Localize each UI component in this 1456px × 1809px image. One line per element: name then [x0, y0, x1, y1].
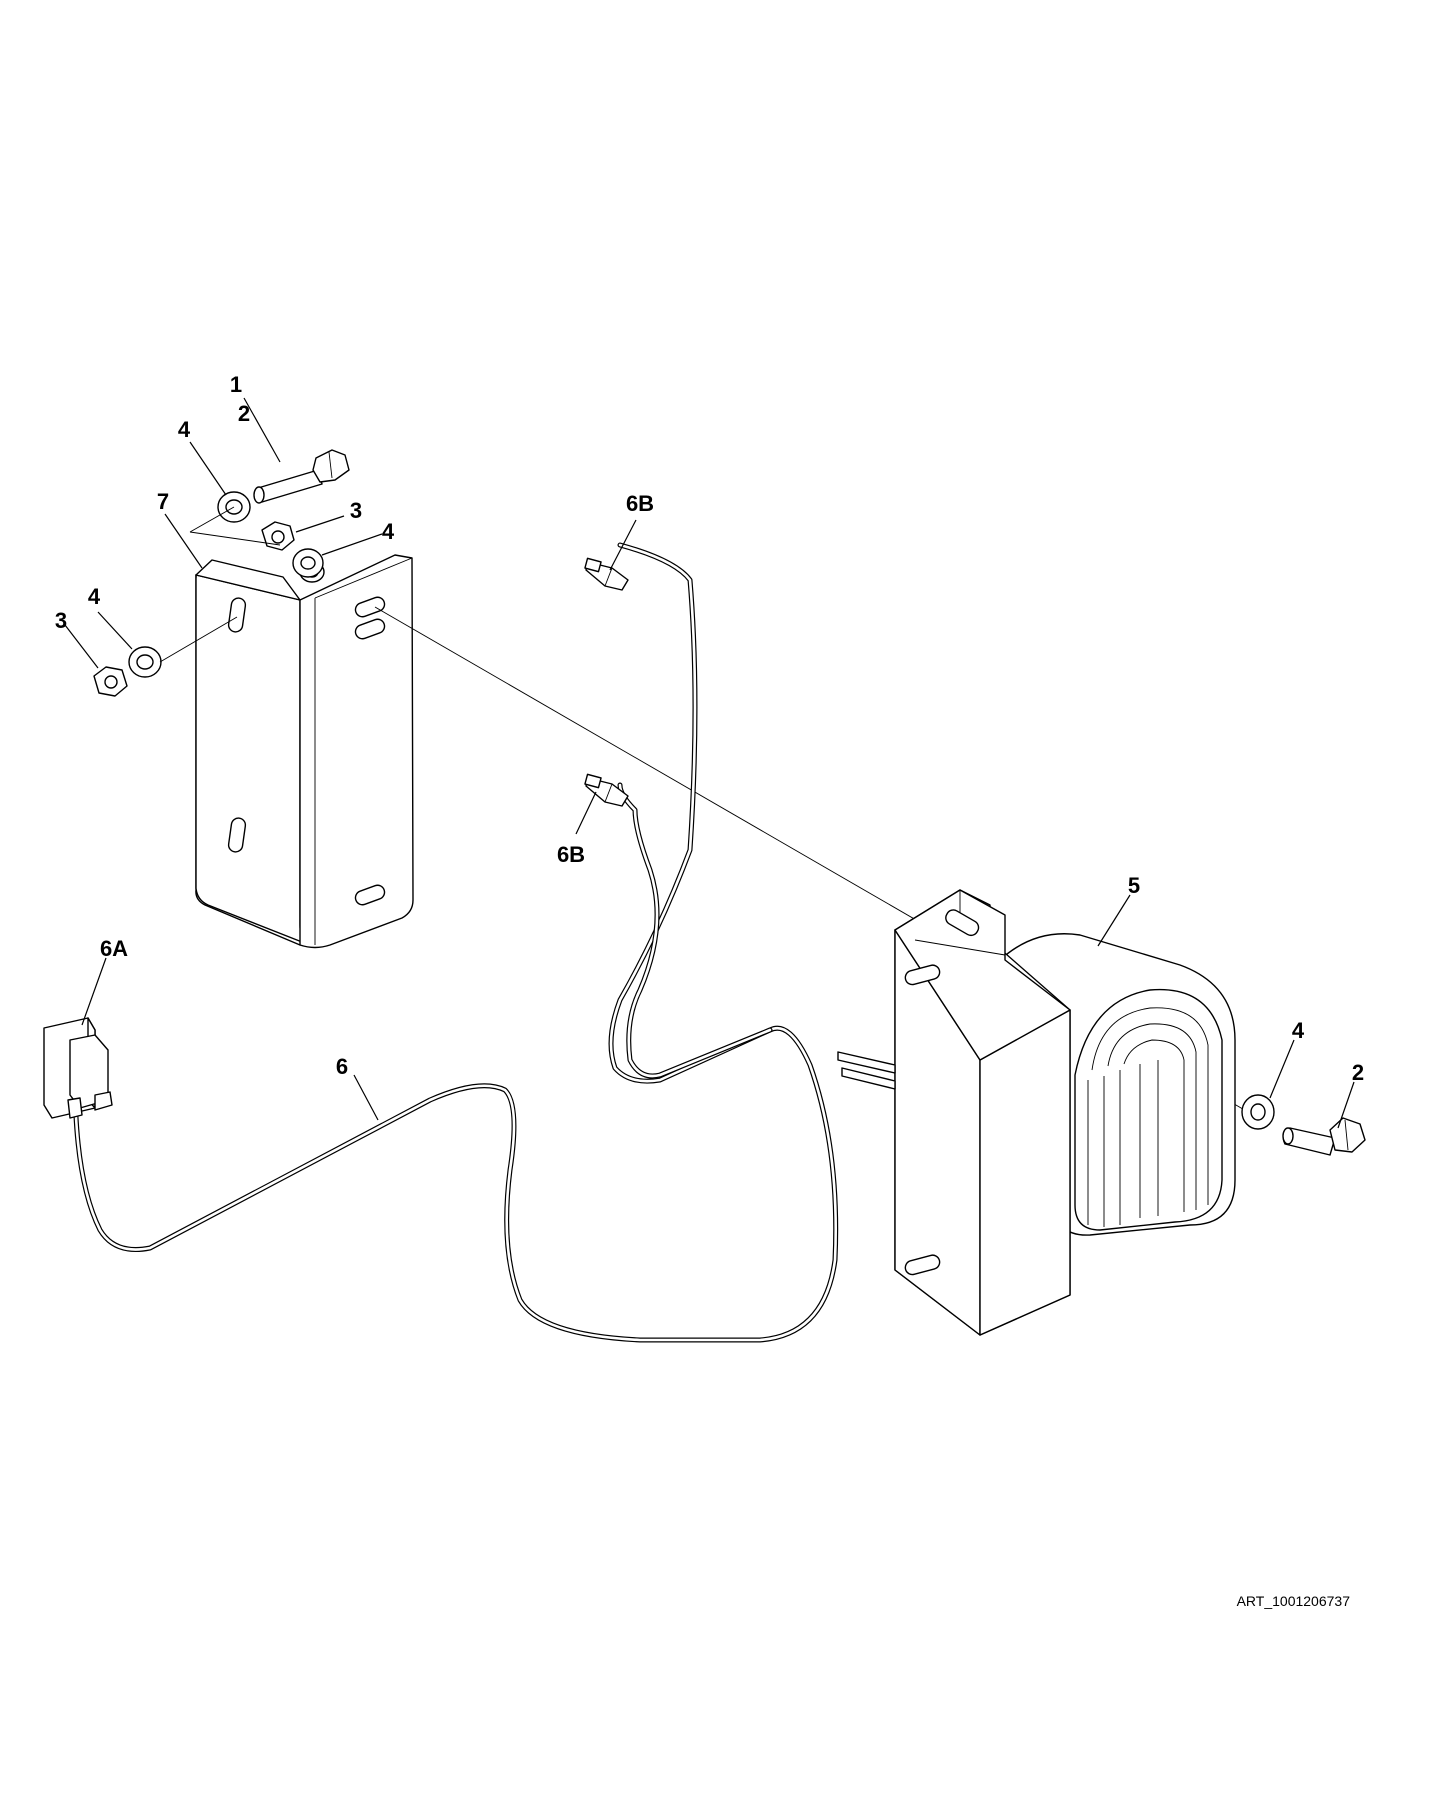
terminal-6b-bottom: [584, 773, 629, 807]
washer-mid: [292, 548, 324, 578]
callout-4-right: 4: [1292, 1018, 1305, 1043]
callout-2-right: 2: [1352, 1060, 1364, 1085]
washer-top: [217, 491, 251, 523]
washer-right: [1241, 1094, 1275, 1130]
nut-mid: [261, 521, 295, 551]
bolt-top: [253, 449, 350, 504]
mounting-bracket: [195, 554, 414, 949]
callout-2-top: 2: [238, 401, 250, 426]
callout-4-left: 4: [88, 584, 101, 609]
regulator-unit: [837, 889, 1236, 1336]
terminal-6b-top: [584, 557, 629, 591]
bolt-right: [1282, 1117, 1366, 1156]
callout-4-mid: 4: [382, 519, 395, 544]
callout-4-top-left: 4: [178, 417, 191, 442]
callout-3-mid: 3: [350, 498, 362, 523]
callout-1: 1: [230, 372, 242, 397]
washer-left: [128, 646, 162, 678]
wire-harness: [72, 542, 839, 1343]
nut-left: [93, 666, 128, 697]
leader-lines: [64, 397, 1355, 1129]
callout-6b-bottom: 6B: [557, 842, 585, 867]
callout-5: 5: [1128, 873, 1140, 898]
art-number: ART_1001206737: [1237, 1593, 1351, 1609]
callout-7: 7: [157, 489, 169, 514]
callout-6: 6: [336, 1054, 348, 1079]
callout-3-left: 3: [55, 608, 67, 633]
callout-6b-top: 6B: [626, 491, 654, 516]
callouts: 1 2 4 7 3 4 4 3 6B 6B 5 6A 6 4 2: [55, 372, 1364, 1085]
callout-6a: 6A: [100, 936, 128, 961]
connector-6a: [43, 1017, 113, 1119]
